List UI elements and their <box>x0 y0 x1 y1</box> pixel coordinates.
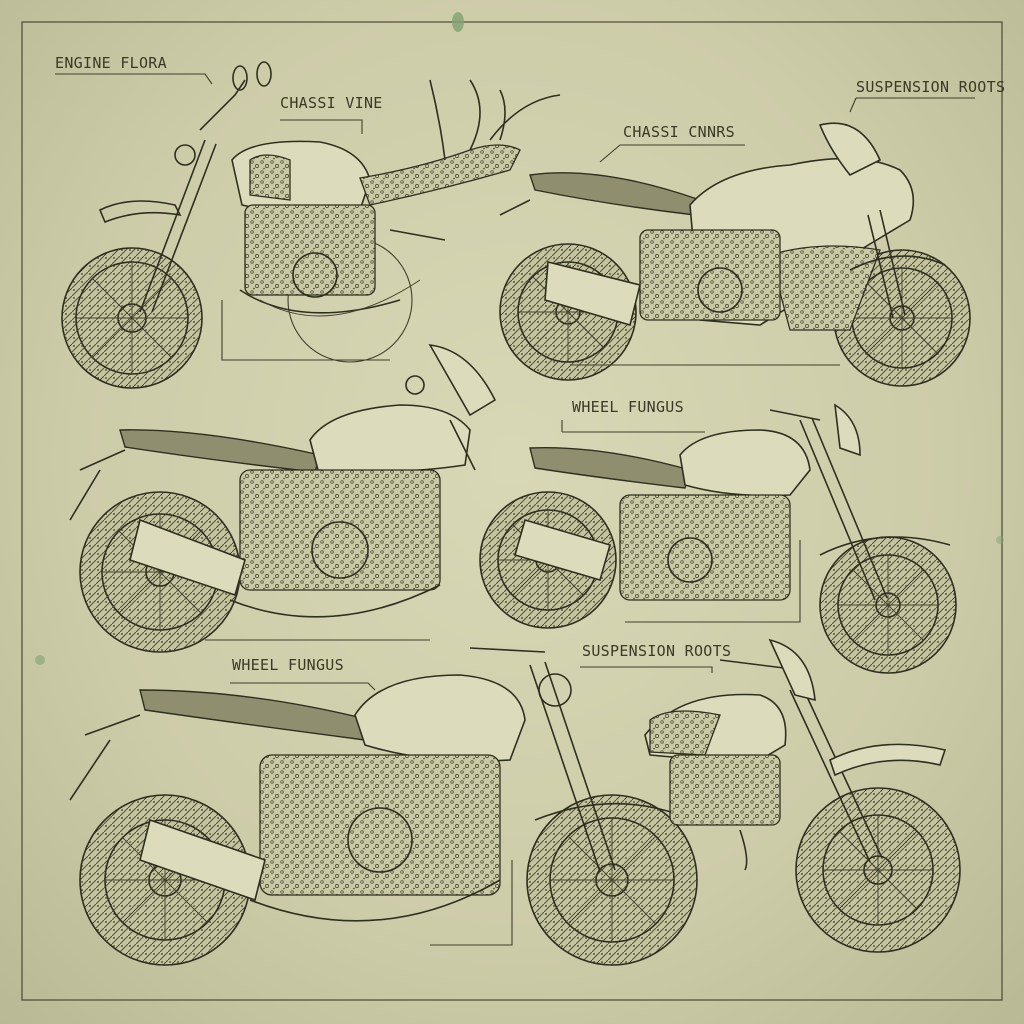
label-suspension-roots-top: SUSPENSION ROOTS <box>856 78 1005 96</box>
ink-stain <box>996 536 1004 544</box>
label-suspension-roots-bottom: SUSPENSION ROOTS <box>582 642 731 660</box>
label-wheel-fungus-mid: WHEEL FUNGUS <box>572 398 684 416</box>
motorcycle-4 <box>479 403 957 674</box>
sheet-border <box>21 21 1003 1001</box>
motorcycle-6 <box>644 638 961 953</box>
label-wheel-fungus-bottom: WHEEL FUNGUS <box>232 656 344 674</box>
motorcycle-5 <box>69 647 698 966</box>
ink-stain <box>452 12 464 32</box>
leader-lines <box>55 73 975 946</box>
motorcycle-3 <box>69 344 497 653</box>
motorcycle-2 <box>499 122 971 387</box>
ink-stain <box>35 655 45 665</box>
label-engine-flora: ENGINE FLORA <box>55 54 167 72</box>
motorcycle-1 <box>61 61 561 389</box>
label-chassi-vine: CHASSI VINE <box>280 94 383 112</box>
label-chassi-cnnrs: CHASSI CNNRS <box>623 123 735 141</box>
